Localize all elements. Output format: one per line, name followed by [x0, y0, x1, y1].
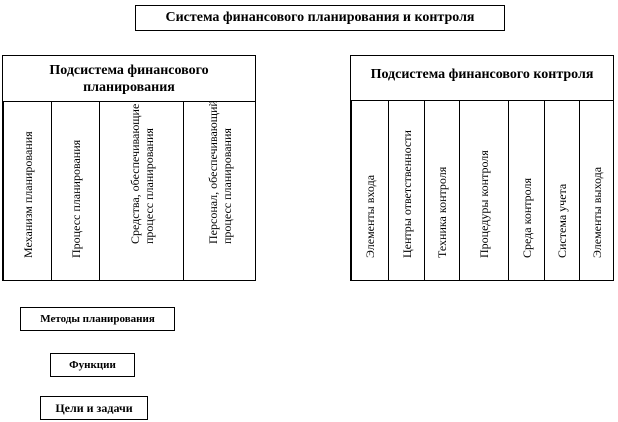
control-column-label: Элементы выхода	[589, 166, 604, 258]
planning-column: Средства, обеспечивающие процесс планиро…	[99, 101, 183, 280]
goals-box: Цели и задачи	[40, 396, 148, 420]
control-column-label: Процедуры контроля	[477, 150, 491, 258]
planning-subsystem: Подсистема финансового планирования Меха…	[2, 55, 256, 281]
control-column: Элементы выхода	[579, 101, 613, 280]
control-column: Элементы входа	[351, 101, 388, 280]
control-header: Подсистема финансового контроля	[351, 56, 613, 101]
control-column: Процедуры контроля	[459, 101, 508, 280]
control-column-label: Элементы входа	[363, 174, 377, 258]
functions-box: Функции	[50, 353, 135, 377]
control-column-label: Центры ответственности	[399, 130, 414, 258]
planning-column-label: Средства, обеспечивающие процесс планиро…	[127, 103, 156, 244]
planning-column-label: Механизм планирования	[20, 131, 35, 258]
control-column: Техника контроля	[424, 101, 459, 280]
control-column-label: Система учета	[555, 183, 569, 258]
planning-column: Персонал, обеспечивающий процесс планиро…	[183, 101, 255, 280]
planning-header: Подсистема финансового планирования	[3, 56, 255, 102]
control-subsystem: Подсистема финансового контроля Элементы…	[350, 55, 614, 281]
planning-column: Процесс планирования	[51, 101, 99, 280]
planning-column-label: Процесс планирования	[68, 139, 83, 258]
control-column-label: Техника контроля	[435, 166, 449, 258]
control-column: Центры ответственности	[388, 101, 424, 280]
planning-column: Механизм планирования	[3, 101, 51, 280]
system-title-box: Система финансового планирования и контр…	[135, 5, 505, 31]
control-column: Система учета	[544, 101, 579, 280]
control-column: Среда контроля	[508, 101, 544, 280]
planning-column-label: Персонал, обеспечивающий процесс планиро…	[205, 101, 234, 244]
methods-box: Методы планирования	[20, 307, 175, 331]
control-column-label: Среда контроля	[519, 178, 534, 258]
